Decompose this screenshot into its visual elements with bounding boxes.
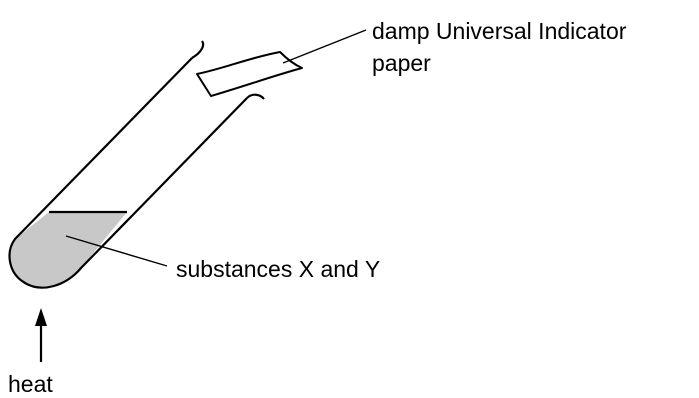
liquid-fill (9, 212, 128, 288)
indicator-label-line2: paper (372, 50, 431, 76)
indicator-leader-line (282, 29, 367, 64)
substances-leader-line (65, 235, 168, 267)
arrow-head-icon (35, 308, 47, 326)
test-tube-lip-left (191, 40, 205, 59)
heat-arrow (35, 308, 47, 362)
indicator-label-line1: damp Universal Indicator (372, 18, 627, 44)
test-tube-lip-right (246, 93, 265, 100)
test-tube-wall (8, 57, 248, 289)
indicator-paper (196, 51, 303, 97)
test-tube (8, 40, 265, 289)
heat-label: heat (8, 371, 53, 397)
substances-label: substances X and Y (176, 256, 380, 282)
